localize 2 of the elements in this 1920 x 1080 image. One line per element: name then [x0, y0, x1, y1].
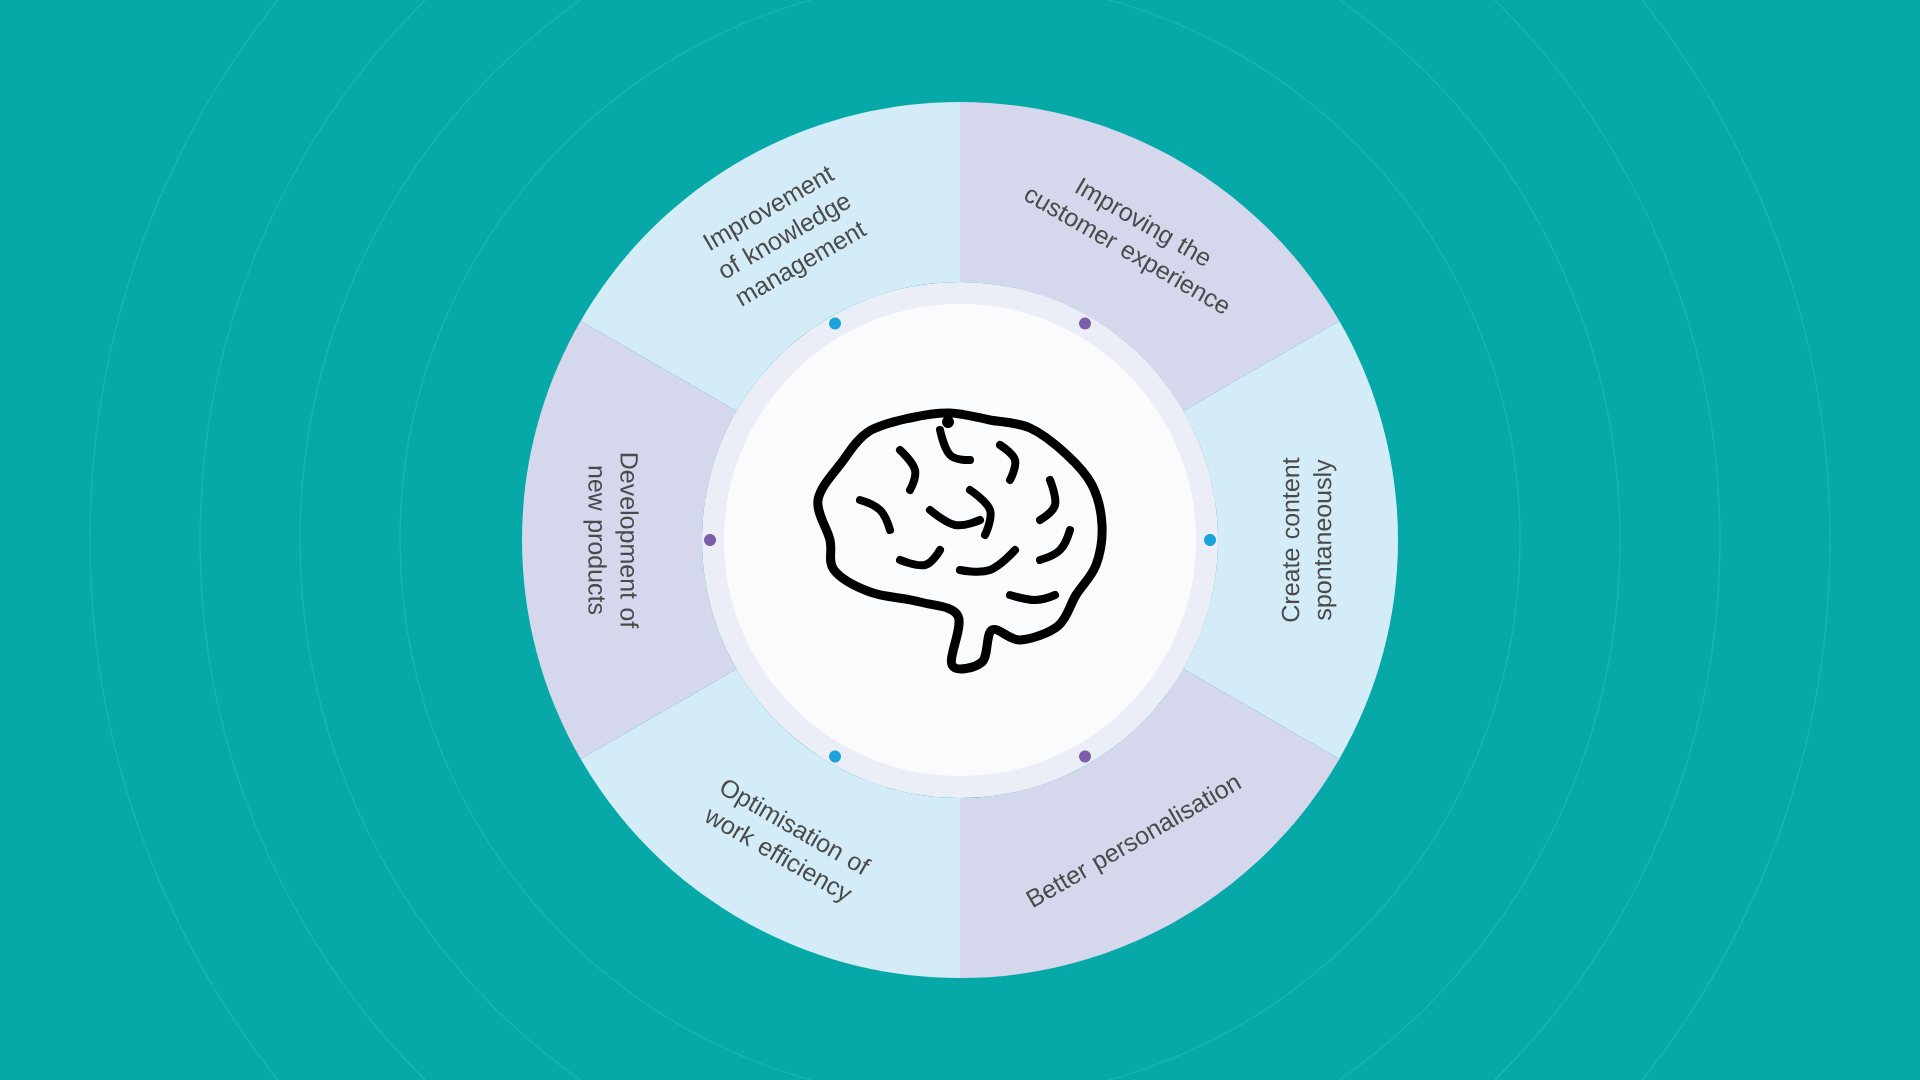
ring-segment: Create content spontaneously [1183, 321, 1398, 759]
ring-segment: Development of new products [522, 321, 737, 759]
